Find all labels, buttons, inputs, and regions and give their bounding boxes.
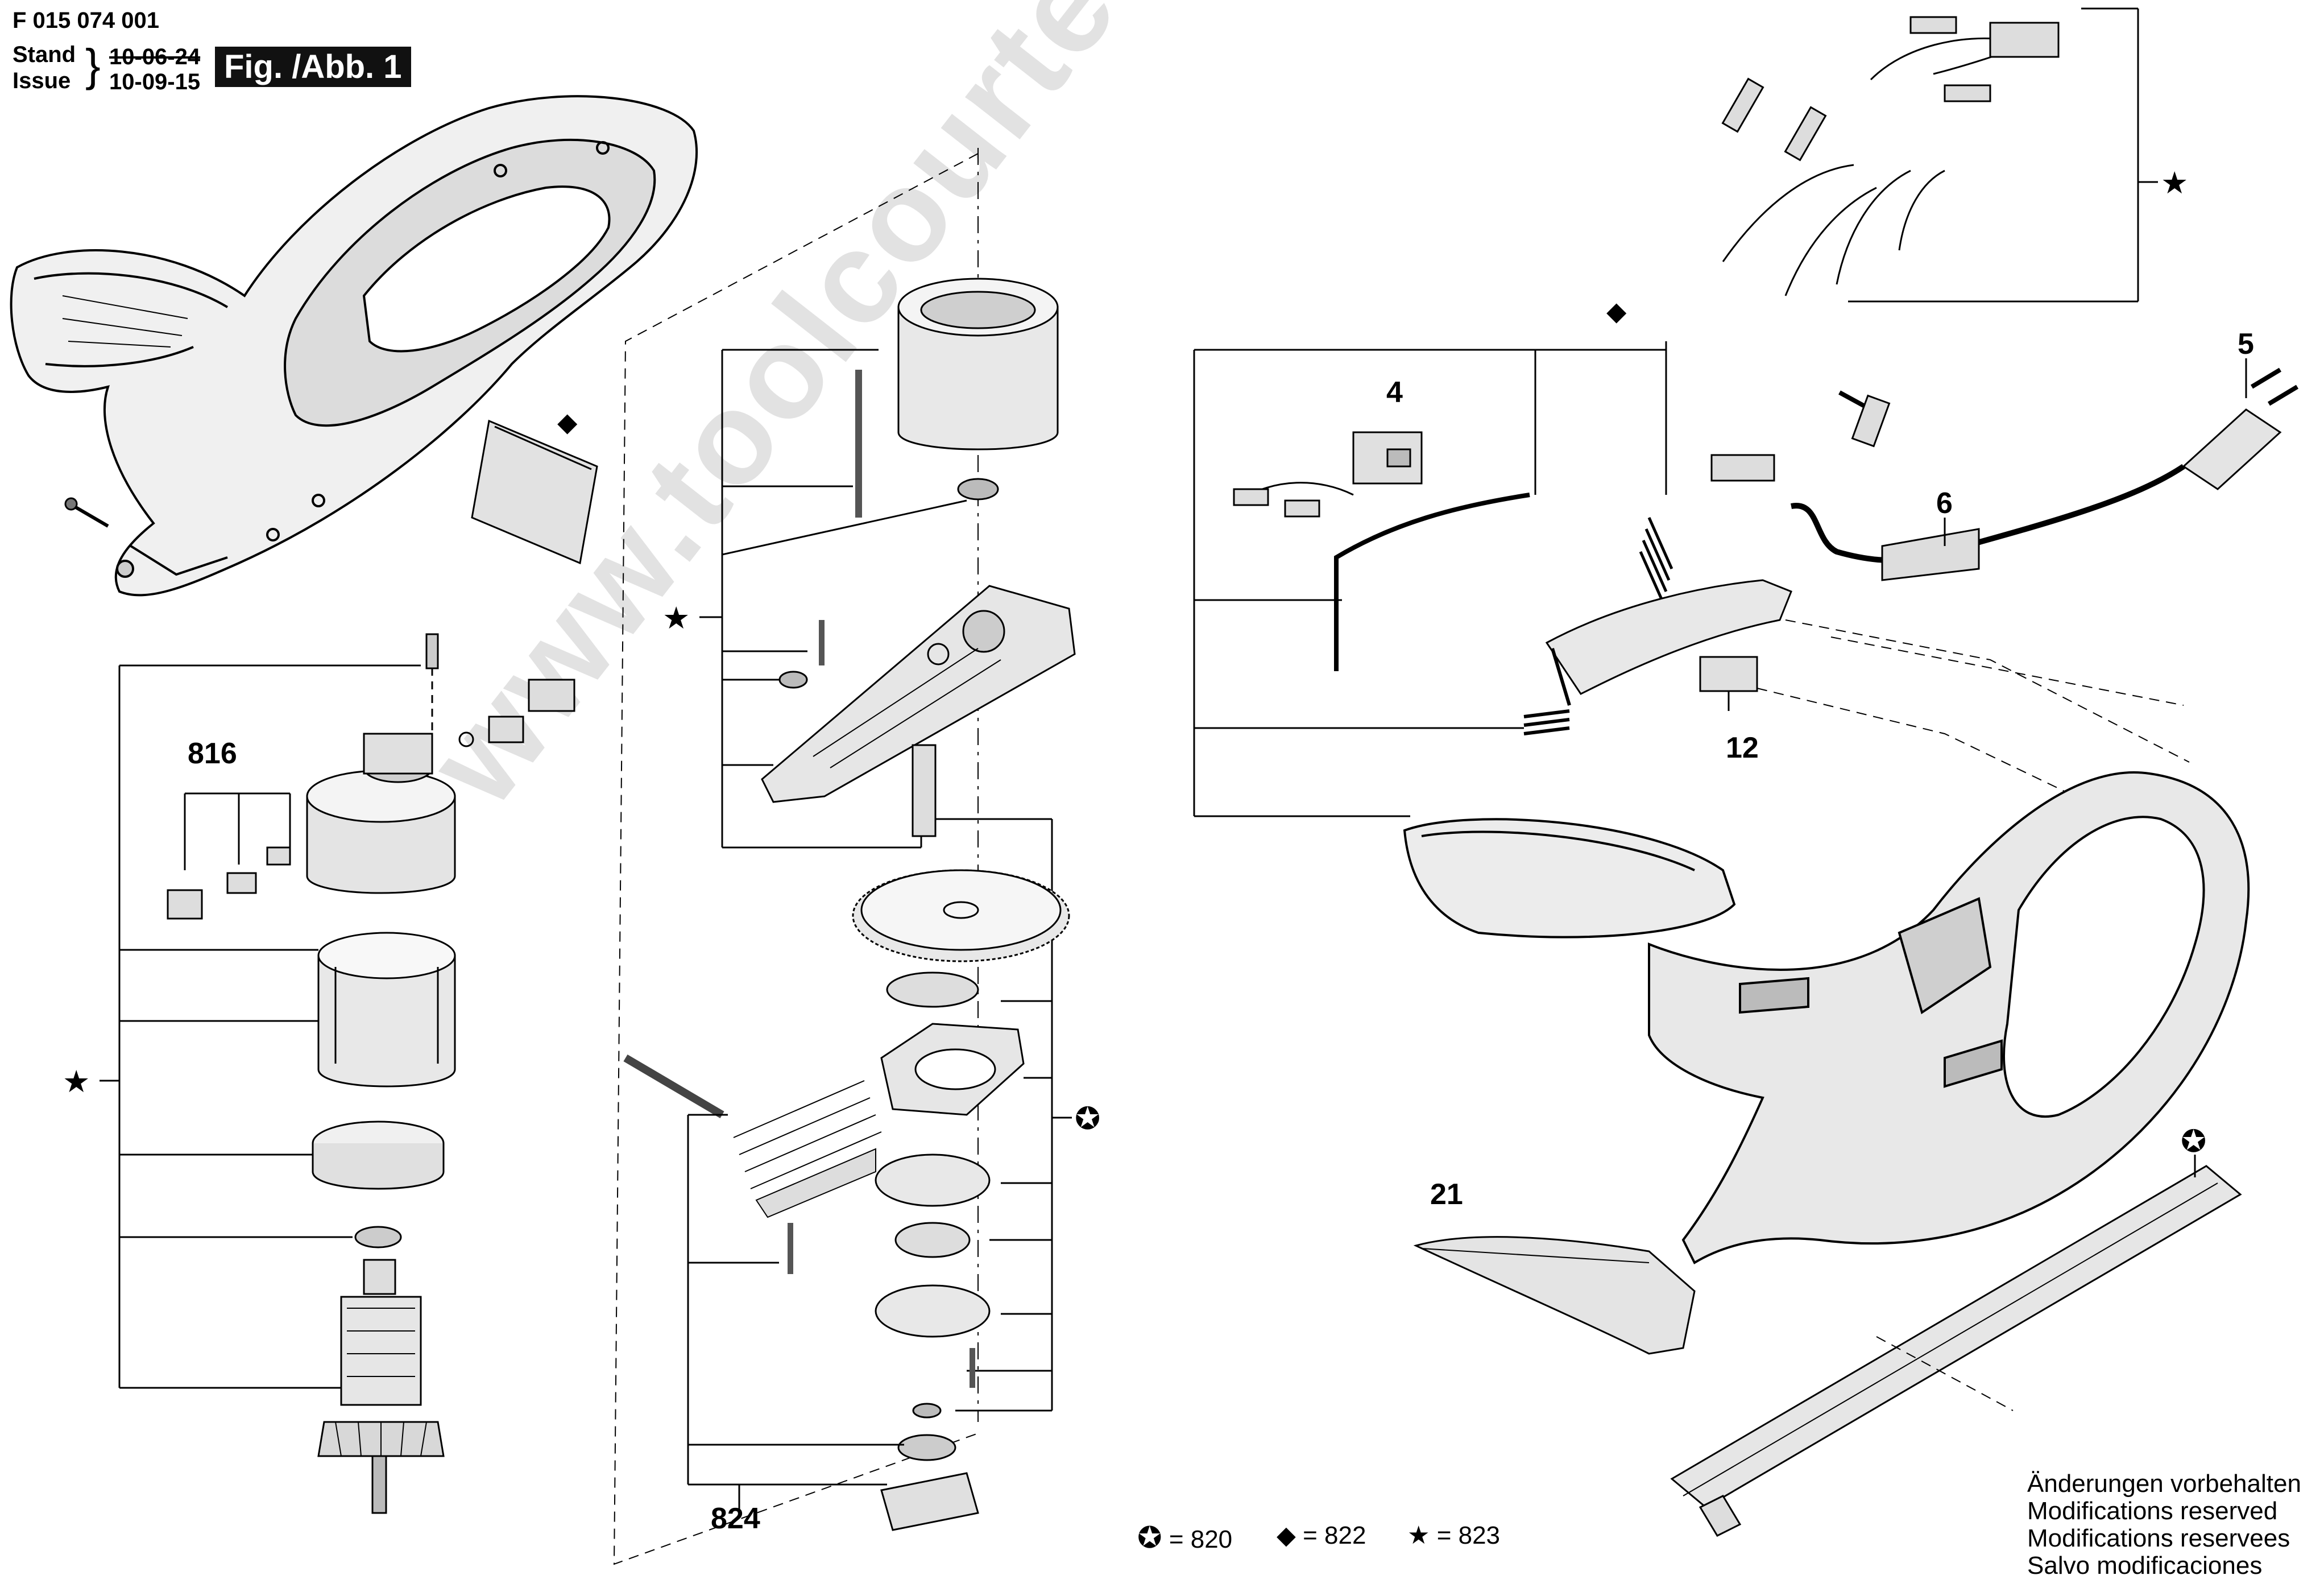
motor-screw	[425, 633, 439, 669]
cord-clamp	[1851, 394, 1891, 448]
armature	[317, 1259, 445, 1514]
motor-group-bracket	[100, 664, 421, 1389]
pinion-shaft	[912, 744, 937, 837]
legend-823-text: = 823	[1436, 1521, 1501, 1549]
legend-820: ✪ = 820	[1137, 1521, 1232, 1555]
spring-lower	[1523, 709, 1570, 735]
figure-label: Fig. /Abb. 1	[215, 47, 411, 87]
blade-segment	[733, 1080, 882, 1218]
blade-disc-2	[894, 1222, 971, 1258]
blade-sheath	[1670, 1165, 2242, 1537]
power-cord	[1710, 367, 2299, 581]
modification-notice: Änderungen vorbehalten Modifications res…	[2027, 1470, 2301, 1580]
legend-822-text: = 822	[1303, 1521, 1366, 1549]
gear-plate	[761, 585, 1076, 803]
stand-label: Stand	[13, 42, 76, 67]
sheath-guide-line	[1876, 1336, 2014, 1411]
note-english: Modifications reserved	[2027, 1497, 2278, 1525]
stator	[317, 932, 456, 1088]
legend-822: ◆ = 822	[1277, 1521, 1366, 1550]
note-french: Modifications reservees	[2027, 1524, 2290, 1552]
circle-star-icon: ✪	[2181, 1124, 2207, 1159]
diamond-icon: ◆	[1277, 1521, 1296, 1549]
spring-upper	[1639, 516, 1673, 604]
part-number-4: 4	[1386, 376, 1403, 409]
harness-bracket	[1848, 7, 2158, 303]
blade-disc-1	[875, 1153, 991, 1207]
section-divider	[613, 153, 979, 1565]
motor-end-cap	[306, 733, 456, 894]
circle-star-icon: ✪	[1137, 1521, 1162, 1554]
guide-rod	[623, 1054, 724, 1119]
part-number-21: 21	[1430, 1178, 1463, 1211]
star-icon: ★	[2161, 166, 2189, 200]
washer	[354, 1226, 402, 1248]
front-handle	[1545, 579, 1792, 706]
document-number: F 015 074 001	[13, 8, 159, 33]
housing-screw	[64, 497, 109, 528]
gear-housing	[897, 278, 1059, 450]
diamond-icon: ◆	[1606, 296, 1627, 326]
issue-date: 10-09-15	[109, 69, 201, 94]
issue-label: Issue	[13, 68, 71, 93]
circle-star-icon: ✪	[1075, 1102, 1101, 1136]
bearing-cover	[312, 1120, 445, 1190]
star-icon: ★	[63, 1065, 90, 1099]
switch-group-bracket	[1193, 341, 1667, 817]
cam-plate	[880, 1023, 1025, 1116]
switch-rod	[1334, 493, 1530, 671]
star-icon: ★	[1407, 1521, 1430, 1549]
lower-housing-half	[1403, 771, 2250, 1264]
plate-washer	[778, 671, 808, 689]
legend-820-text: = 820	[1169, 1525, 1233, 1553]
blade-group-bracket	[687, 1114, 904, 1513]
switch	[1233, 431, 1423, 518]
guide-line-3	[1757, 688, 2087, 803]
legend-823: ★ = 823	[1407, 1521, 1500, 1550]
part-number-5: 5	[2238, 328, 2254, 361]
main-gear	[852, 869, 1070, 962]
part-number-12: 12	[1726, 731, 1759, 764]
blade-clamp	[880, 1472, 979, 1531]
stand-date: 10-06-24	[109, 44, 201, 69]
note-german: Änderungen vorbehalten	[2027, 1470, 2301, 1498]
gear-spacer	[886, 971, 979, 1008]
bracket-icon: }	[85, 40, 101, 90]
bottom-washer	[897, 1434, 956, 1461]
wiring-harness	[1721, 16, 2060, 296]
gear-washer	[957, 478, 999, 501]
note-spanish: Salvo modificaciones	[2027, 1552, 2263, 1580]
cable-clamp-12	[1699, 656, 1758, 692]
blade-disc-3	[875, 1284, 991, 1338]
guide-line-2	[1830, 636, 2184, 706]
part-number-816: 816	[188, 737, 237, 770]
diamond-icon: ◆	[557, 407, 578, 437]
upper-housing-half	[10, 95, 698, 597]
switch-cover	[471, 419, 598, 565]
clip-ring	[912, 1403, 942, 1419]
star-icon: ★	[662, 601, 690, 635]
guide-line-1	[1785, 619, 2190, 763]
carbon-brushes	[167, 679, 575, 920]
part-number-6: 6	[1936, 487, 1953, 520]
part-number-824: 824	[711, 1502, 760, 1535]
blade-guard-21	[1413, 1236, 1696, 1355]
